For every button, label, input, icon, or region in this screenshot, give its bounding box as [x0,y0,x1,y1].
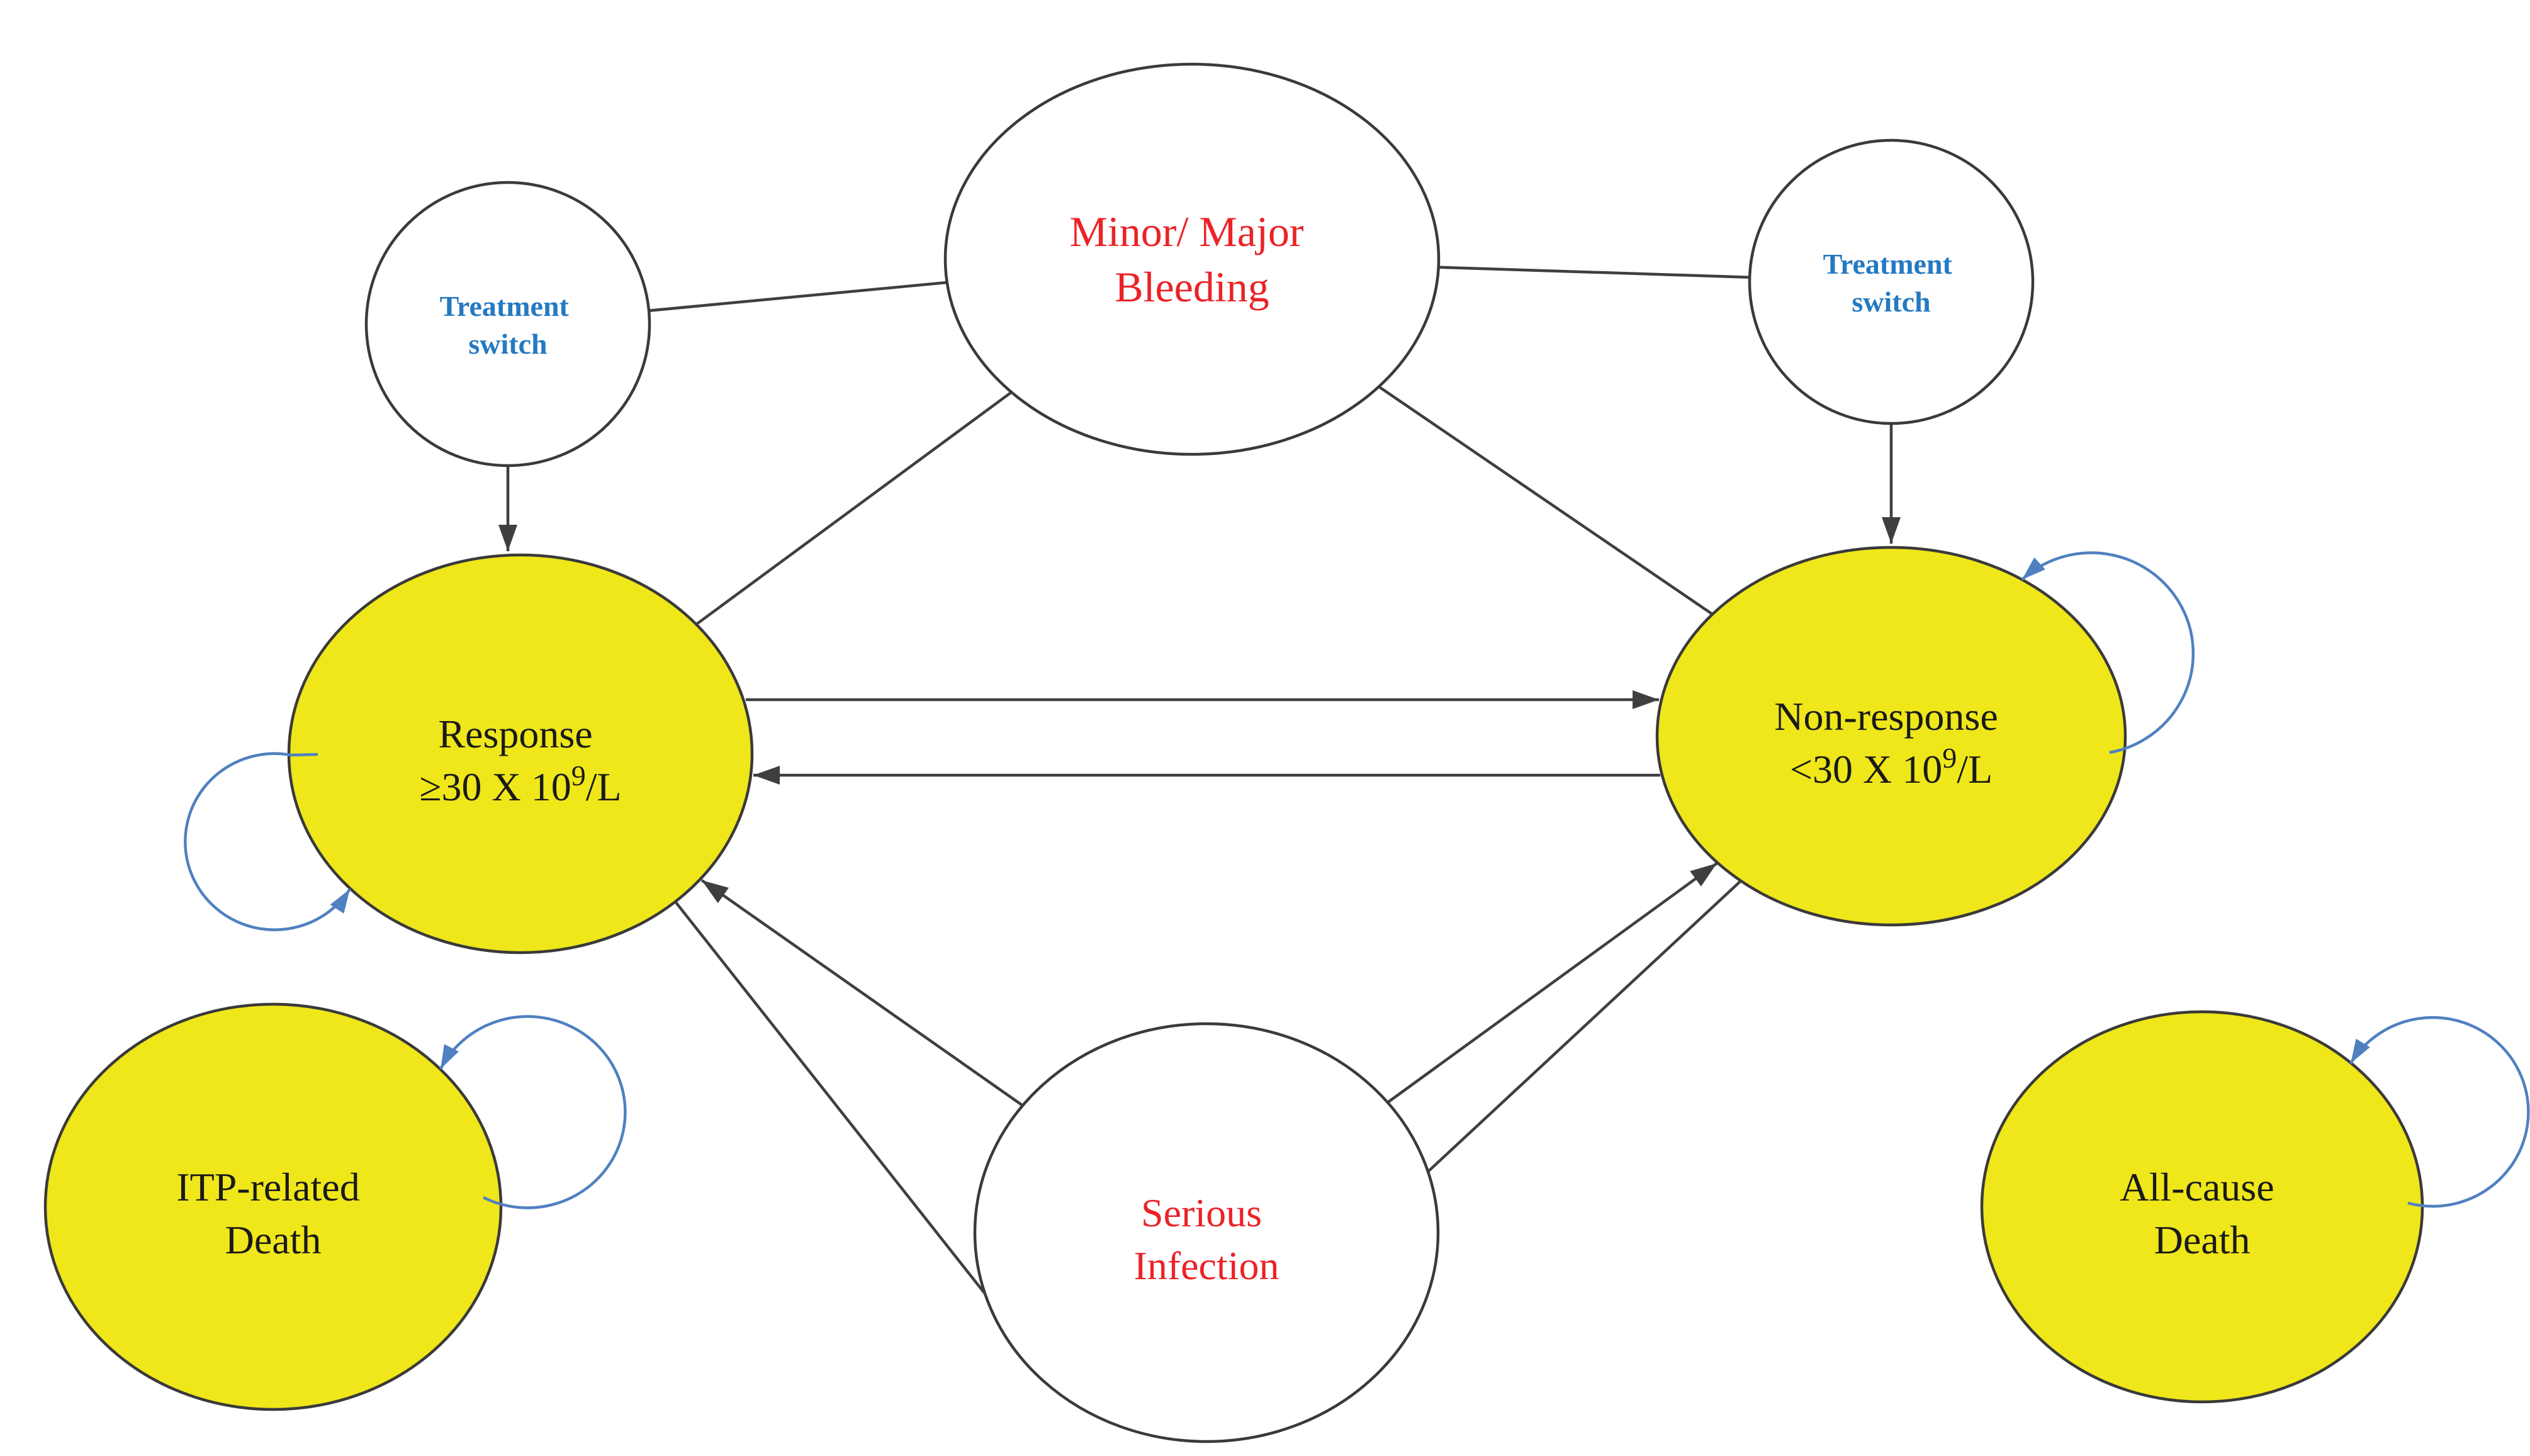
self-loop-non-response [2021,551,2195,754]
label-serious-infection: Serious Infection [1134,1190,1279,1288]
self-loop-response [184,752,351,931]
label-ts-right-line2: switch [1852,286,1930,318]
label-treatment-switch-right: Treatment switch [1823,248,1960,318]
label-ts-left-line1: Treatment [440,290,570,322]
label-non-response-threshold-suffix: /L [1957,747,1993,792]
label-itp-related-death: ITP-related Death [176,1165,369,1262]
label-response-threshold-sup: 9 [571,759,586,792]
label-itp-death-line2: Death [225,1218,322,1262]
label-all-cause-death-line2: Death [2154,1218,2251,1262]
label-response-threshold-prefix: ≥30 X 10 [419,764,571,809]
label-serious-infection-line1: Serious [1141,1190,1262,1235]
arrow-serious-infection-to-response [700,879,1024,1107]
label-itp-death-line1: ITP-related [176,1165,359,1209]
nodes-group [43,62,2424,1443]
label-non-response-line1: Non-response [1774,694,1998,739]
node-non-response [1655,546,2127,927]
label-serious-infection-line2: Infection [1134,1243,1279,1288]
node-treatment-switch-right [1748,138,2035,425]
label-all-cause-death-line1: All-cause [2120,1165,2274,1209]
label-ts-right-line1: Treatment [1823,248,1953,280]
edge-overlay-group [498,425,1901,1295]
node-treatment-switch-left [364,181,651,468]
label-all-cause-death: All-cause Death [2120,1165,2284,1262]
label-non-response-threshold-sup: 9 [1942,742,1957,774]
label-response-threshold-suffix: /L [586,764,622,809]
label-non-response: Non-response <30 X 109/L [1774,694,2008,792]
label-response-line1: Response [438,712,592,756]
label-ts-left-line2: switch [468,328,547,360]
label-response: Response ≥30 X 109/L [419,712,621,809]
label-treatment-switch-left: Treatment switch [440,290,576,360]
label-non-response-threshold: <30 X 109/L [1790,742,1993,792]
arrow-serious-infection-to-non-response [1386,862,1718,1104]
node-serious-infection [973,1022,1440,1443]
label-bleeding: Minor/ Major Bleeding [1069,208,1314,311]
labels-group: Minor/ Major Bleeding Treatment switch T… [176,208,2284,1288]
label-non-response-threshold-prefix: <30 X 10 [1790,747,1942,792]
label-response-threshold: ≥30 X 109/L [419,759,621,809]
self-loops-group [184,551,2530,1209]
label-bleeding-line1: Minor/ Major [1069,208,1303,255]
label-bleeding-line2: Bleeding [1115,263,1269,311]
self-loop-itp-related-death [439,1015,627,1209]
node-itp-related-death [43,1002,503,1411]
edge-non-response-serious-infection [1427,880,1742,1173]
self-loop-all-cause-death [2349,1016,2530,1208]
node-minor-major-bleeding [943,62,1441,456]
edge-response-serious-infection [674,900,986,1295]
